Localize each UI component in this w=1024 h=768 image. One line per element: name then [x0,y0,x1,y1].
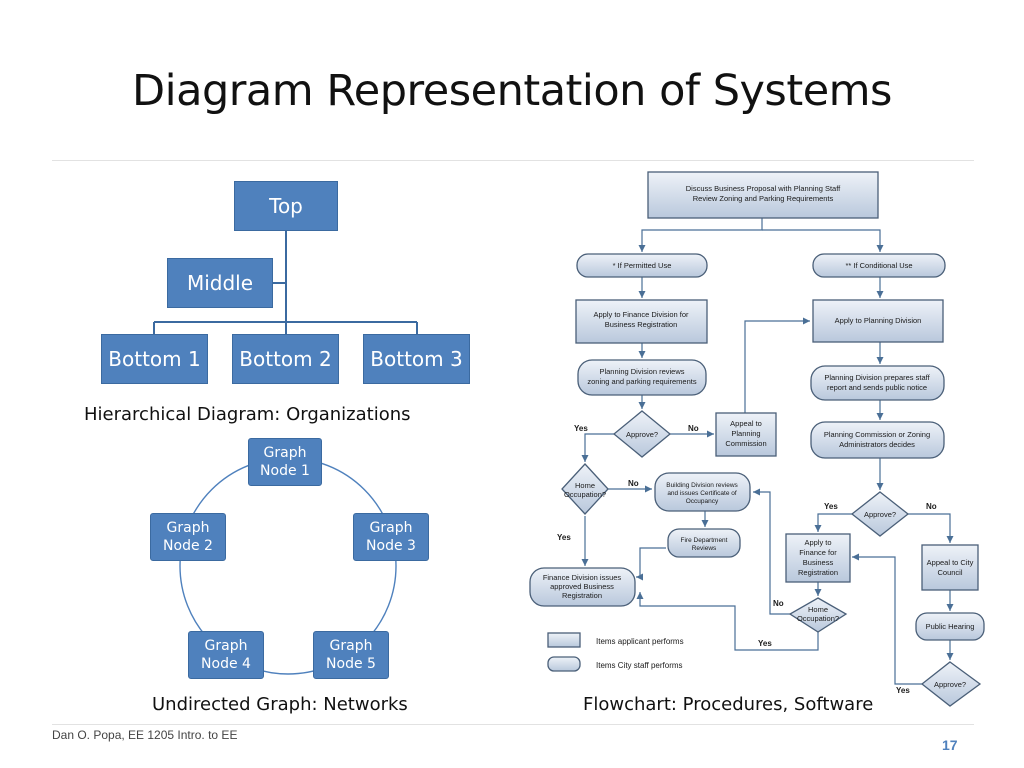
fc-finance-issues-line3: Registration [562,591,602,600]
fc-apply-finance-line2: Business Registration [605,320,678,329]
fc-approve-2: Approve? [864,510,896,519]
fc-apply-finance-right-line2: Finance for [799,548,837,557]
fc-appeal-council-line1: Appeal to City [927,558,974,567]
fc-approve-1: Approve? [626,430,658,439]
fc-no-2: No [628,479,639,488]
fc-fire-line2: Reviews [692,545,717,552]
fc-no-1: No [688,424,699,433]
graph-node-2: Graph Node 2 [150,513,226,561]
fc-fire-line1: Fire Department [681,537,728,544]
flowchart-caption: Flowchart: Procedures, Software [583,694,874,715]
fc-finance-issues-line1: Finance Division issues [543,573,622,582]
fc-home-occ-1-line2: Occupation? [564,490,606,499]
graph-node-4-line2: Node 4 [201,656,251,672]
graph-node-5: Graph Node 5 [313,631,389,679]
fc-legend-staff: Items City staff performs [596,661,683,670]
graph-node-4: Graph Node 4 [188,631,264,679]
fc-yes-1: Yes [574,424,588,433]
fc-planning-prepares-line2: report and sends public notice [827,383,927,392]
graph-node-1-line1: Graph [263,445,307,461]
fc-yes-4: Yes [758,639,772,648]
fc-yes-3: Yes [824,502,838,511]
hierarchy-middle-box: Middle [167,258,273,308]
fc-apply-finance-right-line1: Apply to [804,538,831,547]
hierarchy-bottom-box-2: Bottom 2 [232,334,339,384]
hierarchy-top-box: Top [234,181,338,231]
graph-node-2-line2: Node 2 [163,538,213,554]
slide-title: Diagram Representation of Systems [132,66,892,116]
footer-text: Dan O. Popa, EE 1205 Intro. to EE [52,728,238,742]
fc-apply-finance-line1: Apply to Finance Division for [593,310,689,319]
fc-conditional: ** If Conditional Use [845,261,912,270]
graph-node-1-line2: Node 1 [260,463,310,479]
fc-commission-line1: Planning Commission or Zoning [824,430,930,439]
fc-appeal-council-line2: Council [937,568,962,577]
page-number: 17 [942,737,958,753]
fc-yes-5: Yes [896,686,910,695]
fc-public-hearing: Public Hearing [926,622,975,631]
graph-node-2-line1: Graph [166,520,210,536]
graph-node-3: Graph Node 3 [353,513,429,561]
top-divider [52,160,974,161]
fc-planning-prepares-line1: Planning Division prepares staff [824,373,930,382]
fc-building-line3: Occupancy [686,498,719,505]
fc-building-line2: and issues Certificate of [667,490,737,497]
graph-node-4-line1: Graph [204,638,248,654]
fc-apply-planning: Apply to Planning Division [835,316,922,325]
graph-caption: Undirected Graph: Networks [152,694,408,715]
hierarchy-bottom-box-3: Bottom 3 [363,334,470,384]
fc-permitted: * If Permitted Use [613,261,672,270]
fc-no-4: No [773,599,784,608]
fc-approve-3: Approve? [934,680,966,689]
fc-appeal-planning-line1: Appeal to [730,419,762,428]
fc-start-line2: Review Zoning and Parking Requirements [693,194,834,203]
graph-node-5-line2: Node 5 [326,656,376,672]
fc-apply-finance-right-line4: Registration [798,568,838,577]
graph-node-3-line2: Node 3 [366,538,416,554]
fc-home-occ-1-line1: Home [575,481,595,490]
fc-appeal-planning-line2: Planning [731,429,760,438]
fc-commission-line2: Administrators decides [839,440,915,449]
graph-node-1: Graph Node 1 [248,438,322,486]
graph-node-5-line1: Graph [329,638,373,654]
fc-no-3: No [926,502,937,511]
fc-planning-reviews-line1: Planning Division reviews [599,367,684,376]
graph-node-3-line1: Graph [369,520,413,536]
hierarchy-bottom-box-1: Bottom 1 [101,334,208,384]
bottom-divider [52,724,974,725]
fc-home-occ-2-line1: Home [808,605,828,614]
fc-planning-reviews-line2: zoning and parking requirements [587,377,696,386]
fc-home-occ-2-line2: Occupation? [797,614,839,623]
fc-yes-2: Yes [557,533,571,542]
fc-apply-finance-right-line3: Business [803,558,834,567]
fc-start-line1: Discuss Business Proposal with Planning … [686,184,841,193]
hierarchy-caption: Hierarchical Diagram: Organizations [84,404,411,425]
fc-appeal-planning-line3: Commission [725,439,766,448]
fc-building-line1: Building Division reviews [666,482,738,489]
fc-finance-issues-line2: approved Business [550,582,614,591]
fc-legend-applicant: Items applicant performs [596,637,684,646]
